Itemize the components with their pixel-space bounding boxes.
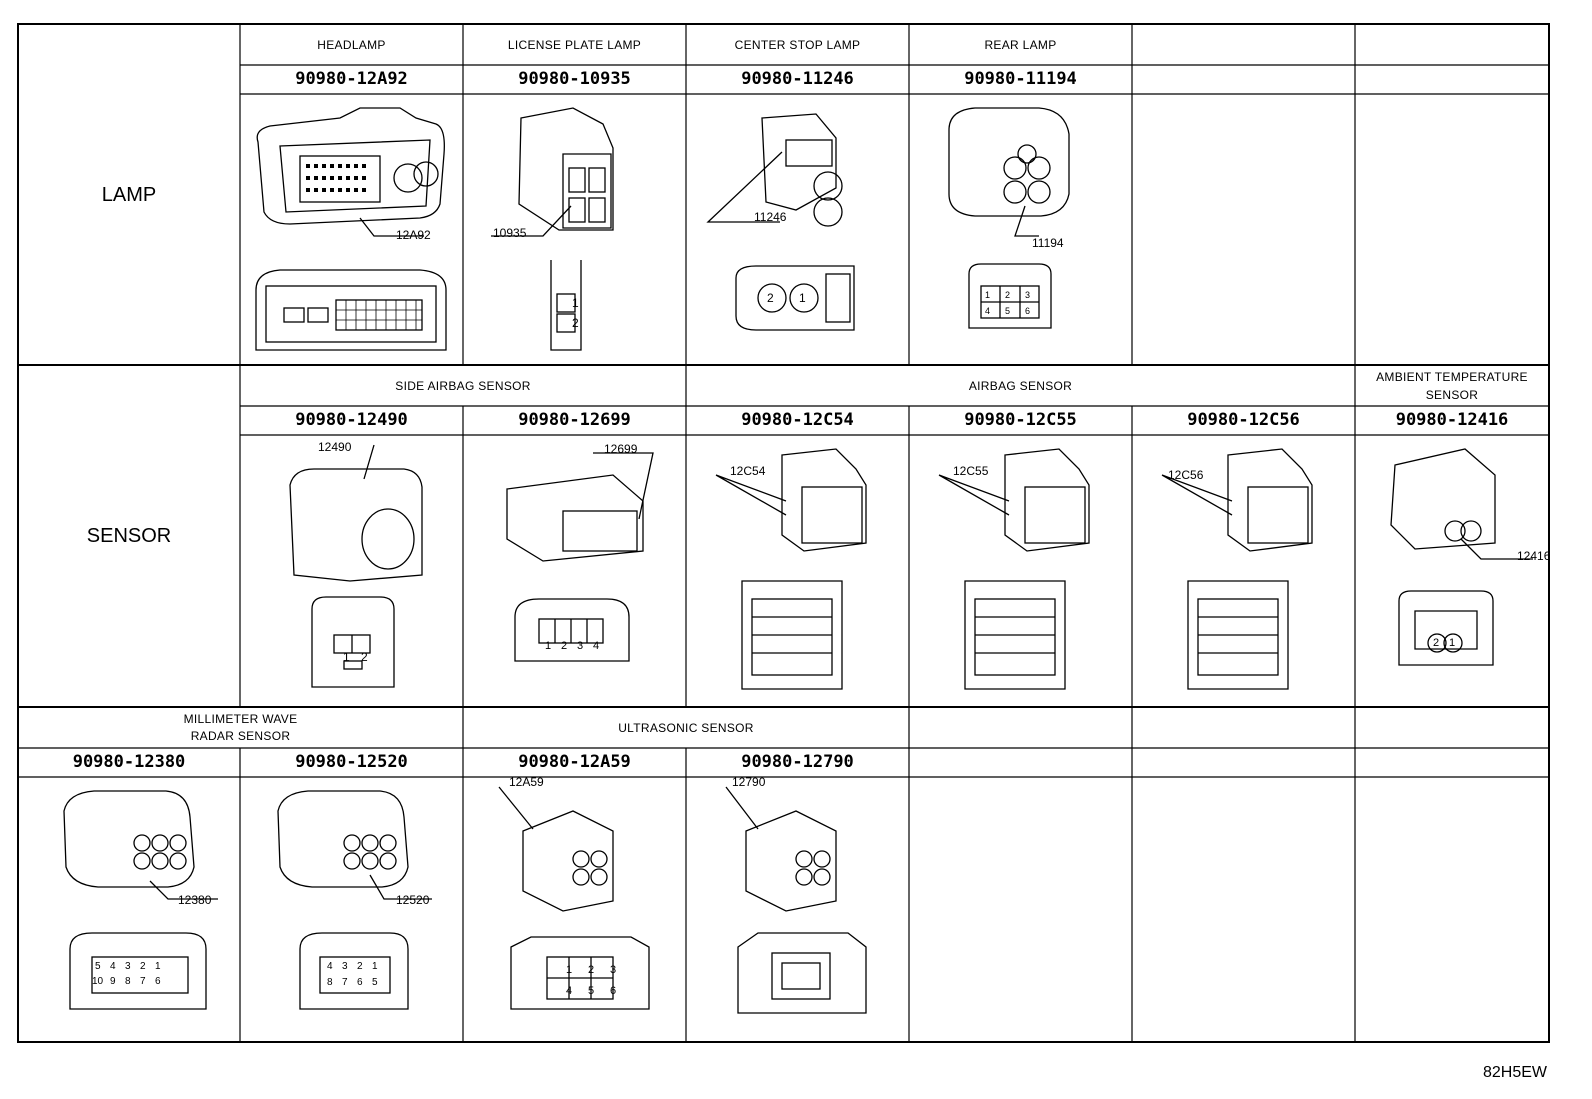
pin-radar-1-7: 7 [140, 976, 146, 987]
part-number-side-airbag-1: 90980-12490 [295, 410, 408, 430]
pin-rear-1: 1 [985, 290, 991, 300]
part-number-airbag-1: 90980-12C54 [741, 410, 854, 430]
pin-ambient-1: 1 [1449, 637, 1456, 649]
pin-side-airbag-1-1: 1 [343, 650, 350, 664]
pin-radar-1-1: 1 [155, 961, 161, 972]
part-number-radar-2: 90980-12520 [295, 752, 408, 772]
header-radar-sensor-line1: MILLIMETER WAVE [183, 712, 298, 726]
pin-center-stop-2: 2 [767, 291, 774, 305]
header-ultrasonic-sensor: ULTRASONIC SENSOR [618, 721, 754, 735]
pin-rear-3: 3 [1025, 290, 1031, 300]
pin-radar-2-8: 8 [327, 977, 333, 988]
radar-connector-1-drawing [63, 790, 218, 1010]
airbag-connector-12c55-drawing [938, 448, 1090, 690]
part-number-radar-1: 90980-12380 [72, 752, 186, 772]
airbag-connector-12c54-drawing [715, 448, 867, 690]
pin-ultra-1-6: 6 [610, 985, 617, 997]
callout-12a92: 12A92 [396, 228, 431, 242]
ultrasonic-connector-2-drawing [725, 786, 867, 1014]
callout-12380: 12380 [178, 893, 212, 907]
header-license-plate-lamp: LICENSE PLATE LAMP [507, 38, 642, 52]
pin-rear-4: 4 [985, 306, 991, 316]
header-rear-lamp: REAR LAMP [984, 38, 1057, 52]
callout-11194: 11194 [1032, 236, 1064, 250]
callout-12c54: 12C54 [730, 464, 766, 478]
pin-radar-2-5: 5 [372, 977, 378, 988]
callout-10935: 10935 [493, 226, 527, 240]
header-radar-sensor-line2: RADAR SENSOR [190, 729, 291, 743]
pin-ultra-1-2: 2 [588, 964, 595, 976]
part-number-headlamp: 90980-12A92 [295, 69, 408, 89]
callout-12416: 12416 [1517, 549, 1551, 563]
pin-side-airbag-2-4: 4 [593, 640, 600, 652]
part-number-ultrasonic-1: 90980-12A59 [518, 752, 631, 772]
pin-side-airbag-2-2: 2 [561, 640, 568, 652]
pin-rear-6: 6 [1025, 306, 1031, 316]
pin-radar-1-6: 6 [155, 976, 161, 987]
part-number-license-plate-lamp: 90980-10935 [518, 69, 631, 89]
pin-license-2: 2 [572, 316, 579, 330]
header-ambient-temperature-sensor-line1: AMBIENT TEMPERATURE [1376, 370, 1528, 384]
headlamp-connector-drawing [255, 107, 447, 351]
pin-radar-1-9: 9 [110, 976, 116, 987]
part-number-airbag-3: 90980-12C56 [1187, 410, 1300, 430]
header-headlamp: HEADLAMP [317, 38, 386, 52]
rear-lamp-connector-drawing [948, 107, 1070, 329]
pin-rear-5: 5 [1005, 306, 1011, 316]
pin-ultra-1-4: 4 [566, 985, 573, 997]
category-sensor: SENSOR [86, 525, 172, 547]
part-number-airbag-2: 90980-12C55 [964, 410, 1077, 430]
reference-code: 82H5EW [1483, 1064, 1548, 1081]
callout-11246: 11246 [754, 210, 787, 224]
part-number-side-airbag-2: 90980-12699 [518, 410, 631, 430]
ambient-temperature-connector-drawing [1390, 448, 1533, 666]
side-airbag-connector-2-drawing [506, 452, 654, 662]
pin-radar-2-2: 2 [357, 961, 363, 972]
header-center-stop-lamp: CENTER STOP LAMP [734, 38, 861, 52]
pin-radar-2-1: 1 [372, 961, 378, 972]
pin-license-1: 1 [572, 296, 579, 310]
callout-12c55: 12C55 [953, 464, 989, 478]
category-lamp: LAMP [101, 184, 157, 206]
header-ambient-temperature-sensor-line2: SENSOR [1425, 388, 1479, 402]
pin-radar-1-2: 2 [140, 961, 146, 972]
pin-side-airbag-2-3: 3 [577, 640, 584, 652]
pin-rear-2: 2 [1005, 290, 1011, 300]
ultrasonic-connector-1-drawing [498, 786, 650, 1010]
callout-12490: 12490 [318, 440, 352, 454]
pin-radar-1-4: 4 [110, 961, 116, 972]
pin-ultra-1-5: 5 [588, 985, 595, 997]
callout-12790: 12790 [732, 775, 766, 789]
pin-radar-2-6: 6 [357, 977, 363, 988]
pin-side-airbag-2-1: 1 [545, 640, 552, 652]
radar-connector-2-drawing [277, 790, 432, 1010]
pin-radar-2-7: 7 [342, 977, 348, 988]
pin-radar-1-10: 10 [92, 976, 104, 987]
side-airbag-connector-1-drawing [289, 444, 423, 688]
callout-12520: 12520 [396, 893, 430, 907]
pin-ambient-2: 2 [1433, 637, 1440, 649]
callout-12699: 12699 [604, 442, 638, 456]
part-number-rear-lamp: 90980-11194 [964, 69, 1077, 89]
part-number-center-stop-lamp: 90980-11246 [741, 69, 854, 89]
pin-ultra-1-3: 3 [610, 964, 617, 976]
pin-radar-2-4: 4 [327, 961, 333, 972]
header-airbag-sensor: AIRBAG SENSOR [968, 379, 1073, 393]
pin-radar-2-3: 3 [342, 961, 348, 972]
callout-12a59: 12A59 [509, 775, 544, 789]
pin-side-airbag-1-2: 2 [361, 650, 368, 664]
airbag-connector-12c56-drawing [1161, 448, 1313, 690]
part-number-ultrasonic-2: 90980-12790 [741, 752, 854, 772]
header-side-airbag-sensor: SIDE AIRBAG SENSOR [395, 379, 531, 393]
license-plate-lamp-connector-drawing [491, 107, 614, 351]
callout-12c56: 12C56 [1168, 468, 1204, 482]
part-number-ambient-temperature: 90980-12416 [1395, 410, 1509, 430]
pin-center-stop-1: 1 [799, 291, 806, 305]
pin-radar-1-8: 8 [125, 976, 131, 987]
pin-radar-1-3: 3 [125, 961, 131, 972]
pin-radar-1-5: 5 [95, 961, 101, 972]
center-stop-lamp-connector-drawing [706, 113, 855, 331]
pin-ultra-1-1: 1 [566, 964, 573, 976]
